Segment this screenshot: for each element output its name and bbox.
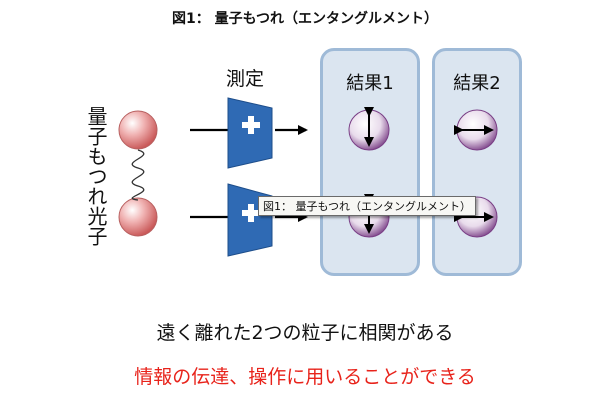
plus-icon-top bbox=[242, 116, 260, 134]
photon-bottom bbox=[118, 197, 158, 237]
plus-icon-bottom bbox=[242, 204, 260, 222]
result-2-panel: 結果2 bbox=[432, 48, 522, 276]
result-1-panel: 結果1 bbox=[320, 48, 420, 276]
entanglement-wave bbox=[131, 149, 145, 201]
caption-application: 情報の伝達、操作に用いることができる bbox=[134, 366, 476, 388]
caption-correlation: 遠く離れた2つの粒子に相関がある bbox=[156, 322, 454, 344]
result-1-title: 結果1 bbox=[346, 73, 394, 94]
photon-top bbox=[118, 110, 158, 150]
image-tooltip: 図1： 量子もつれ（エンタングルメント） bbox=[258, 196, 477, 216]
result-2-title: 結果2 bbox=[453, 73, 501, 94]
entangled-photons-label: 量子もつれ光子 bbox=[84, 106, 108, 246]
measurement-label: 測定 bbox=[226, 68, 265, 90]
figure-title: 図1： 量子もつれ（エンタングルメント） bbox=[171, 11, 439, 27]
